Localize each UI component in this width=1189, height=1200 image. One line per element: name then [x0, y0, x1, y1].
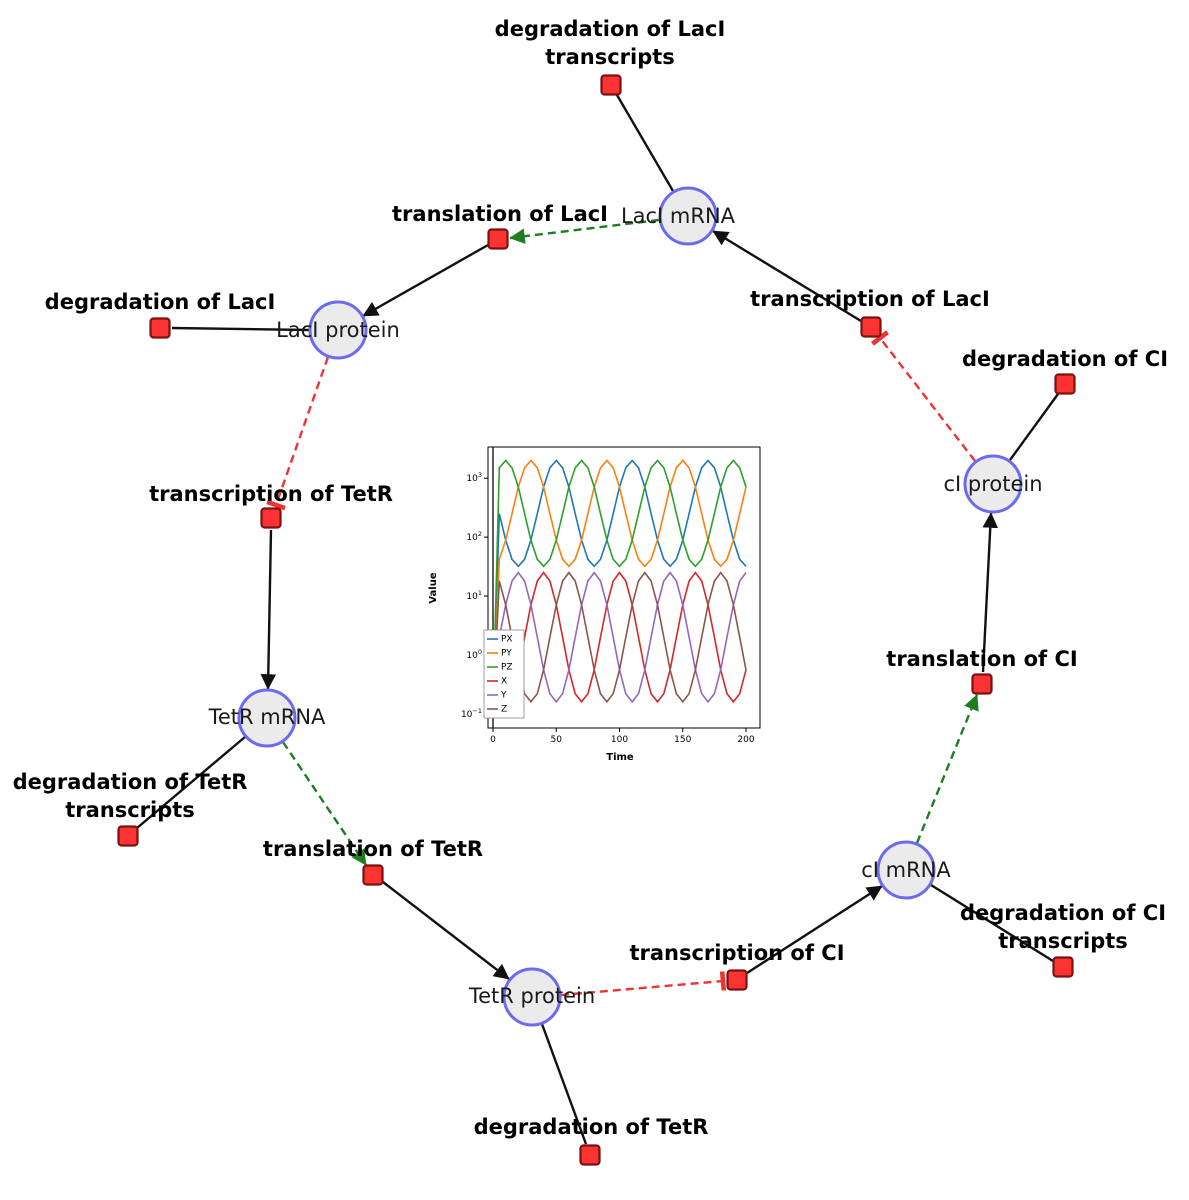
chart-axes: 0 50 100 150 200 10−1 100 101 102 103 — [461, 471, 755, 745]
species-node-tetr-mrna — [237, 688, 297, 748]
y-axis-label: Value — [428, 572, 439, 603]
reaction-label-deg-ci: degradation of CI — [962, 347, 1168, 371]
reaction-label-transcription-laci: transcription of LacI — [750, 287, 990, 311]
chart-series-Y — [492, 571, 747, 710]
species-label-laci-protein: LacI protein — [276, 318, 400, 342]
svg-text:102: 102 — [466, 530, 482, 543]
species-node-ci-protein — [963, 454, 1023, 514]
legend-label-Y: Y — [500, 691, 507, 701]
edge-transcription-ci-to-ci-mrna — [746, 884, 883, 975]
species-label-tetr-protein: TetR protein — [468, 984, 595, 1008]
modifier-edge-ci-mrna-to-translation-ci — [915, 694, 979, 844]
svg-text:150: 150 — [674, 735, 691, 745]
reaction-node-deg-tetr — [579, 1144, 601, 1166]
reaction-label-deg-ci-transcripts-2: transcripts — [998, 929, 1128, 953]
reaction-node-transcription-laci — [860, 316, 882, 338]
edge-translation-tetr-to-tetr-protein — [382, 881, 510, 980]
reaction-label-transcription-tetr: transcription of TetR — [149, 482, 393, 506]
svg-text:10−1: 10−1 — [461, 707, 482, 720]
svg-text:0: 0 — [490, 735, 496, 745]
species-label-tetr-mrna: TetR mRNA — [208, 705, 326, 729]
edge-translation-ci-to-ci-protein — [981, 512, 999, 673]
reaction-label-deg-tetr-transcripts-2: transcripts — [65, 798, 195, 822]
reaction-node-deg-tetr-transcripts — [117, 825, 139, 847]
inset-chart-svg: 0 50 100 150 200 10−1 100 101 102 103 PX PY PZ XYZ T… — [428, 446, 761, 763]
chart-series-PY — [492, 459, 747, 710]
species-node-laci-mrna — [658, 186, 718, 246]
edge-ci-mrna-to-deg-ci-transcripts — [930, 883, 1054, 963]
species-node-laci-protein — [308, 300, 368, 360]
reaction-node-translation-ci — [971, 673, 993, 695]
edge-laci-mrna-to-deg-laci-transcripts — [615, 94, 675, 192]
reaction-node-deg-laci — [149, 317, 171, 339]
svg-text:103: 103 — [466, 471, 482, 484]
reaction-label-deg-laci-transcripts-1: degradation of LacI — [495, 17, 726, 41]
inhibition-edge-ci-protein-to-transcription-laci — [870, 330, 976, 462]
modifier-edge-tetr-mrna-to-translation-tetr — [282, 741, 367, 866]
inhibition-edge-tetr-protein-to-transcription-ci — [560, 971, 727, 997]
reaction-label-translation-ci: translation of CI — [886, 647, 1077, 671]
plot-border — [487, 446, 761, 729]
x-axis-label: Time — [606, 752, 634, 763]
reaction-node-deg-ci-transcripts — [1052, 956, 1074, 978]
svg-text:100: 100 — [611, 735, 628, 745]
edge-transcription-tetr-to-tetr-mrna — [260, 529, 277, 690]
reaction-node-translation-tetr — [362, 864, 384, 886]
edge-laci-protein-to-deg-laci — [171, 326, 310, 332]
chart-series-group — [492, 459, 747, 710]
chart-series-X — [492, 571, 747, 710]
svg-text:101: 101 — [466, 589, 482, 602]
edge-tetr-mrna-to-deg-tetr-transcripts — [136, 736, 246, 829]
species-label-laci-mrna: LacI mRNA — [621, 204, 736, 228]
reaction-node-deg-ci — [1054, 373, 1076, 395]
species-label-ci-protein: cI protein — [943, 472, 1042, 496]
species-node-ci-mrna — [876, 840, 936, 900]
reaction-node-transcription-ci — [726, 969, 748, 991]
reaction-label-deg-laci: degradation of LacI — [45, 290, 276, 314]
edge-ci-protein-to-deg-ci — [1009, 393, 1059, 461]
svg-text:100: 100 — [466, 648, 482, 661]
reaction-label-deg-laci-transcripts-2: transcripts — [545, 45, 675, 69]
reaction-node-transcription-tetr — [260, 507, 282, 529]
species-label-ci-mrna: cI mRNA — [861, 858, 951, 882]
chart-series-Z — [492, 571, 747, 710]
legend-label-PY: PY — [501, 649, 512, 659]
legend-label-Z: Z — [501, 705, 507, 715]
reaction-node-deg-laci-transcripts — [600, 74, 622, 96]
edge-tetr-protein-to-deg-tetr — [540, 1023, 588, 1145]
edge-translation-laci-to-laci-protein — [362, 243, 489, 318]
legend-box — [483, 629, 525, 719]
reaction-label-deg-tetr: degradation of TetR — [474, 1115, 709, 1139]
chart-legend: PX PY PZ XYZ — [483, 629, 525, 719]
legend-label-X: X — [501, 677, 507, 687]
legend-label-PX: PX — [501, 635, 513, 645]
reaction-label-transcription-ci: transcription of CI — [629, 941, 844, 965]
reaction-label-translation-laci: translation of LacI — [392, 202, 608, 226]
svg-text:200: 200 — [737, 735, 754, 745]
legend-label-PZ: PZ — [501, 663, 513, 673]
inhibition-edge-laci-protein-to-transcription-tetr — [266, 356, 330, 511]
reaction-label-translation-tetr: translation of TetR — [263, 837, 483, 861]
species-node-tetr-protein — [502, 967, 562, 1027]
edge-transcription-laci-to-laci-mrna — [712, 229, 862, 323]
reaction-label-deg-tetr-transcripts-1: degradation of TetR — [13, 770, 248, 794]
chart-series-PZ — [492, 459, 747, 710]
reaction-label-deg-ci-transcripts-1: degradation of CI — [960, 901, 1166, 925]
reaction-node-translation-laci — [487, 228, 509, 250]
svg-text:50: 50 — [551, 735, 563, 745]
